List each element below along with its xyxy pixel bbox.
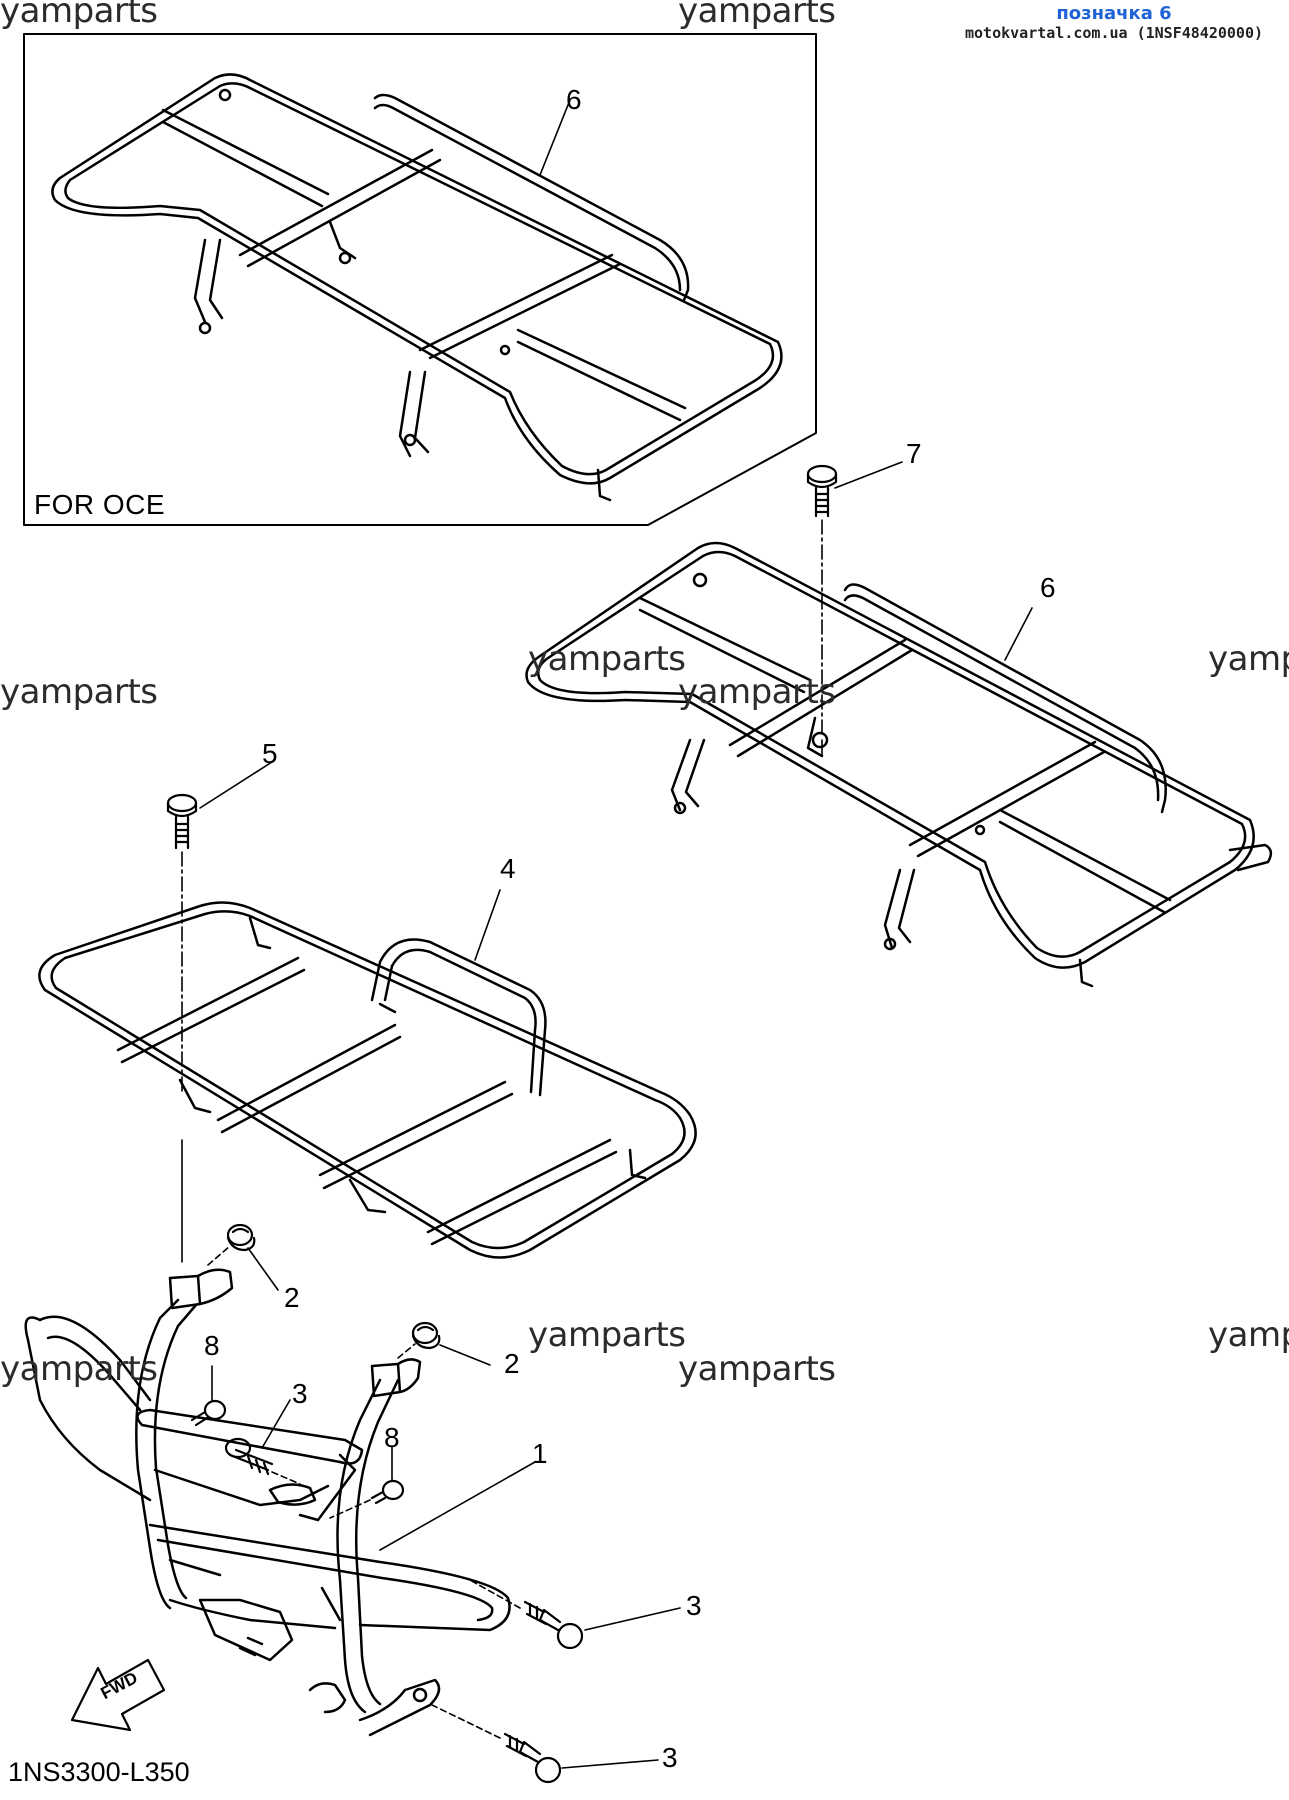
inset-label: FOR OCE [34, 489, 166, 520]
bolt-3-upper-guide [271, 1471, 301, 1485]
inset-rear-carrier [51, 73, 783, 502]
bolt-3-middle-guide [469, 1579, 521, 1609]
bolt-3-lower-guide [429, 1703, 501, 1739]
header-source[interactable]: позначка 6 motokvartal.com.ua (1NSF48420… [964, 3, 1263, 42]
watermark-low-right: yamp [1208, 1315, 1289, 1355]
watermark-low-left: yamparts [0, 1349, 158, 1389]
callout-3-upper: 3 [292, 1378, 308, 1409]
bolt-part-8-right [370, 1479, 405, 1505]
callout-3-middle: 3 [686, 1590, 702, 1621]
bolt-part-3-middle [523, 1600, 584, 1650]
drawing-code: 1NS3300-L350 [8, 1757, 190, 1787]
callout-4: 4 [500, 853, 516, 884]
bolt-part-7 [806, 464, 838, 518]
rubber-cap-part-2-lower [411, 1321, 441, 1350]
watermark-top-left: yamparts [0, 0, 158, 31]
watermark-mid-center-2: yamparts [678, 672, 836, 712]
front-carrier-part-4 [38, 901, 697, 1259]
rear-carrier-part-6 [525, 541, 1273, 988]
bolt-part-8-left [190, 1399, 227, 1427]
header-subtitle: motokvartal.com.ua (1NSF48420000) [964, 23, 1263, 42]
callout-7: 7 [906, 438, 922, 469]
bolt-part-3-upper [224, 1437, 274, 1476]
callout-8-right: 8 [384, 1422, 400, 1453]
callout-5: 5 [262, 738, 278, 769]
bolt-part-3-lower [503, 1732, 562, 1784]
cap-2-upper-guide [207, 1245, 231, 1266]
callout-6: 6 [1040, 572, 1056, 603]
header-title[interactable]: позначка 6 [1056, 3, 1172, 24]
watermark-mid-right: yamp [1208, 639, 1289, 679]
watermark-low-center-2: yamparts [678, 1349, 836, 1389]
bolt-part-5 [166, 793, 198, 850]
callout-8-left: 8 [204, 1330, 220, 1361]
callout-3-lower: 3 [662, 1742, 678, 1773]
cap-2-lower-guide [397, 1343, 416, 1359]
watermark-low-center-1: yamparts [528, 1315, 686, 1355]
callout-2-lower: 2 [504, 1348, 520, 1379]
front-bracket-part-1 [24, 1268, 511, 1737]
callout-1: 1 [532, 1438, 548, 1469]
watermark-top-center: yamparts [678, 0, 836, 31]
inset-frame [23, 33, 817, 526]
watermark-mid-left: yamparts [0, 672, 158, 712]
watermark-mid-center-1: yamparts [528, 639, 686, 679]
callout-2-upper: 2 [284, 1282, 300, 1313]
bolt-8-right-guide [329, 1499, 371, 1519]
rubber-cap-part-2-upper [226, 1223, 256, 1252]
fwd-arrow-icon [70, 1658, 166, 1732]
callout-6-inset: 6 [566, 84, 582, 115]
callout-leaders [199, 99, 1033, 1769]
